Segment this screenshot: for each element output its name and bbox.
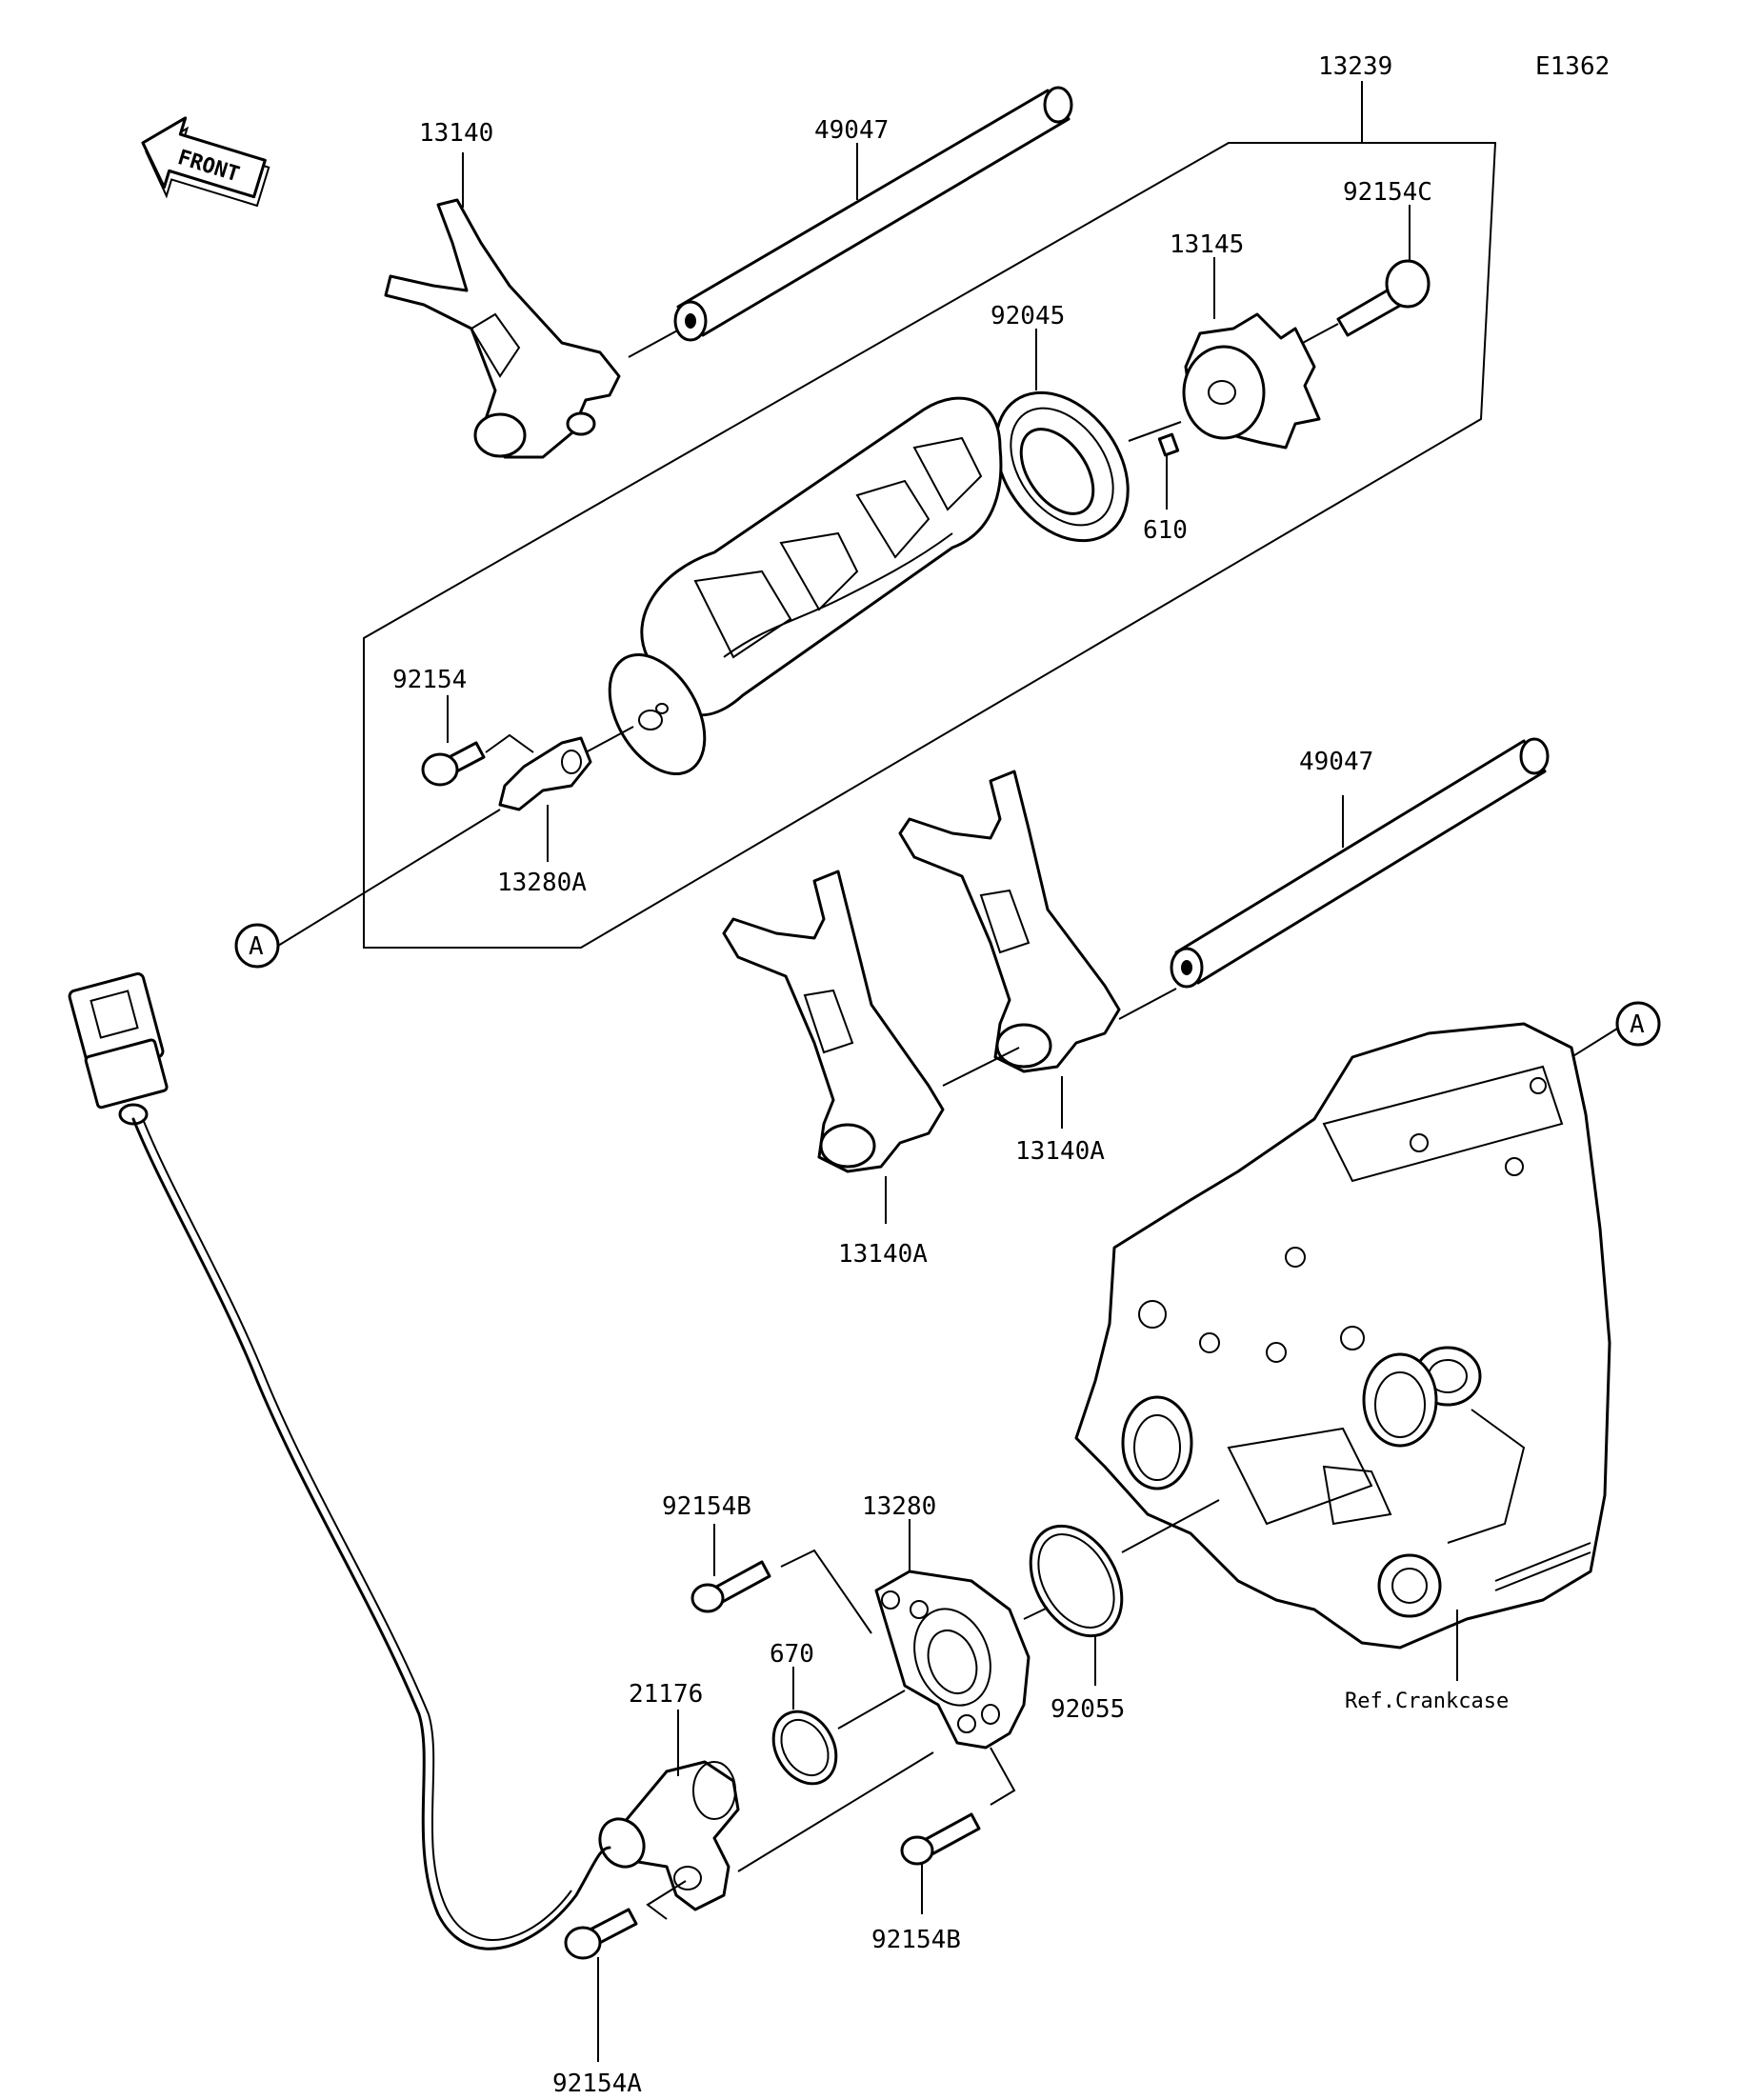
label-13280: 13280 <box>862 1492 936 1521</box>
shaft-49047-lower <box>1170 737 1550 989</box>
diagram-code: E1362 <box>1535 52 1610 81</box>
label-92154B-bottom: 92154B <box>871 1926 961 1954</box>
bearing-92045 <box>994 390 1130 543</box>
shift-fork-13140A-left <box>722 870 945 1173</box>
bolt-92154B-bottom <box>900 1812 981 1866</box>
shaft-49047-top <box>673 86 1073 342</box>
bolt-92154C <box>1336 259 1431 337</box>
label-13140A-right: 13140A <box>1015 1137 1105 1166</box>
label-670: 670 <box>770 1640 814 1669</box>
crankcase <box>1074 1022 1611 1650</box>
label-13140: 13140 <box>419 119 493 148</box>
callout-a-right-letter: A <box>1630 1010 1645 1039</box>
label-49047-top: 49047 <box>814 116 889 145</box>
shift-drum <box>608 396 1003 776</box>
shift-fork-13140A-right <box>898 770 1121 1073</box>
bolt-92154 <box>421 741 486 787</box>
label-13280A: 13280A <box>497 869 587 897</box>
wire-harness <box>131 1117 611 1950</box>
callout-a-left-letter: A <box>249 932 264 961</box>
label-610: 610 <box>1143 516 1188 545</box>
label-92154: 92154 <box>392 666 467 694</box>
label-ref-crankcase: Ref.Crankcase <box>1345 1690 1509 1713</box>
label-92154B-top: 92154B <box>662 1492 751 1521</box>
label-13239: 13239 <box>1318 52 1392 81</box>
holder-13280A <box>498 736 592 811</box>
connector <box>68 972 169 1126</box>
bolt-92154A <box>564 1908 638 1960</box>
oring-92055 <box>1029 1524 1124 1638</box>
label-21176: 21176 <box>629 1680 703 1709</box>
label-92055: 92055 <box>1051 1695 1125 1724</box>
label-92154A: 92154A <box>552 2070 642 2098</box>
oring-670 <box>771 1710 838 1786</box>
bolt-92154B-top <box>690 1560 771 1613</box>
callout-a-right: A <box>1615 1001 1661 1047</box>
pin-610 <box>1157 432 1180 457</box>
shift-fork-13140 <box>384 198 621 459</box>
sensor-21176 <box>598 1760 740 1911</box>
label-13140A-left: 13140A <box>838 1240 928 1269</box>
label-13145: 13145 <box>1170 230 1244 259</box>
label-49047-lower: 49047 <box>1299 748 1373 776</box>
drum-cam-13145 <box>1182 312 1321 450</box>
label-92045: 92045 <box>991 302 1065 330</box>
front-arrow-icon: FRONT <box>141 116 270 208</box>
plate-13280 <box>874 1570 1031 1750</box>
assembly-13239-outline <box>363 81 1497 949</box>
callout-a-left: A <box>234 923 280 969</box>
label-92154C: 92154C <box>1343 178 1432 207</box>
